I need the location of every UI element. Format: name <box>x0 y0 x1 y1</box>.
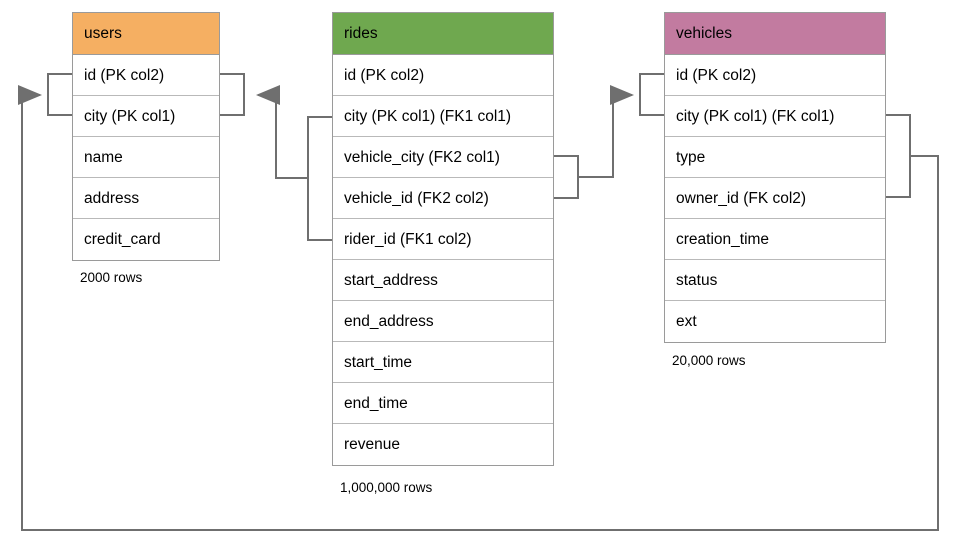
relationship-line-rides-to-vehicles <box>578 85 634 178</box>
field-rides-id[interactable]: id (PK col2) <box>333 55 553 96</box>
field-rides-start-address[interactable]: start_address <box>333 260 553 301</box>
entity-table-vehicles[interactable]: vehicles id (PK col2) city (PK col1) (FK… <box>664 12 886 343</box>
entity-table-users[interactable]: users id (PK col2) city (PK col1) name a… <box>72 12 220 261</box>
field-vehicles-city[interactable]: city (PK col1) (FK col1) <box>665 96 885 137</box>
entity-header-rides: rides <box>333 13 553 55</box>
field-rides-end-time[interactable]: end_time <box>333 383 553 424</box>
entity-table-rides[interactable]: rides id (PK col2) city (PK col1) (FK1 c… <box>332 12 554 466</box>
field-vehicles-status[interactable]: status <box>665 260 885 301</box>
field-users-city[interactable]: city (PK col1) <box>73 96 219 137</box>
entity-header-vehicles: vehicles <box>665 13 885 55</box>
field-rides-vehicle-id[interactable]: vehicle_id (FK2 col2) <box>333 178 553 219</box>
field-users-address[interactable]: address <box>73 178 219 219</box>
field-users-id[interactable]: id (PK col2) <box>73 55 219 96</box>
field-rides-end-address[interactable]: end_address <box>333 301 553 342</box>
vehicles-left-key-bracket <box>639 73 664 116</box>
field-rides-rider-id[interactable]: rider_id (FK1 col2) <box>333 219 553 260</box>
users-left-key-bracket <box>47 73 72 116</box>
entity-header-users: users <box>73 13 219 55</box>
field-vehicles-creation-time[interactable]: creation_time <box>665 219 885 260</box>
rides-right-fk2-bracket <box>554 155 579 199</box>
relationship-line-rides-to-users <box>256 85 308 179</box>
field-rides-revenue[interactable]: revenue <box>333 424 553 465</box>
field-rides-vehicle-city[interactable]: vehicle_city (FK2 col1) <box>333 137 553 178</box>
row-count-vehicles: 20,000 rows <box>672 353 746 368</box>
row-count-rides: 1,000,000 rows <box>340 480 433 495</box>
rides-left-fk1-bracket <box>307 116 332 241</box>
field-vehicles-owner-id[interactable]: owner_id (FK col2) <box>665 178 885 219</box>
users-right-key-bracket <box>220 73 245 116</box>
field-rides-start-time[interactable]: start_time <box>333 342 553 383</box>
field-users-name[interactable]: name <box>73 137 219 178</box>
field-vehicles-type[interactable]: type <box>665 137 885 178</box>
field-rides-city[interactable]: city (PK col1) (FK1 col1) <box>333 96 553 137</box>
row-count-users: 2000 rows <box>80 270 143 285</box>
field-vehicles-ext[interactable]: ext <box>665 301 885 342</box>
field-vehicles-id[interactable]: id (PK col2) <box>665 55 885 96</box>
vehicles-right-fk-bracket <box>886 114 911 198</box>
field-users-credit-card[interactable]: credit_card <box>73 219 219 260</box>
